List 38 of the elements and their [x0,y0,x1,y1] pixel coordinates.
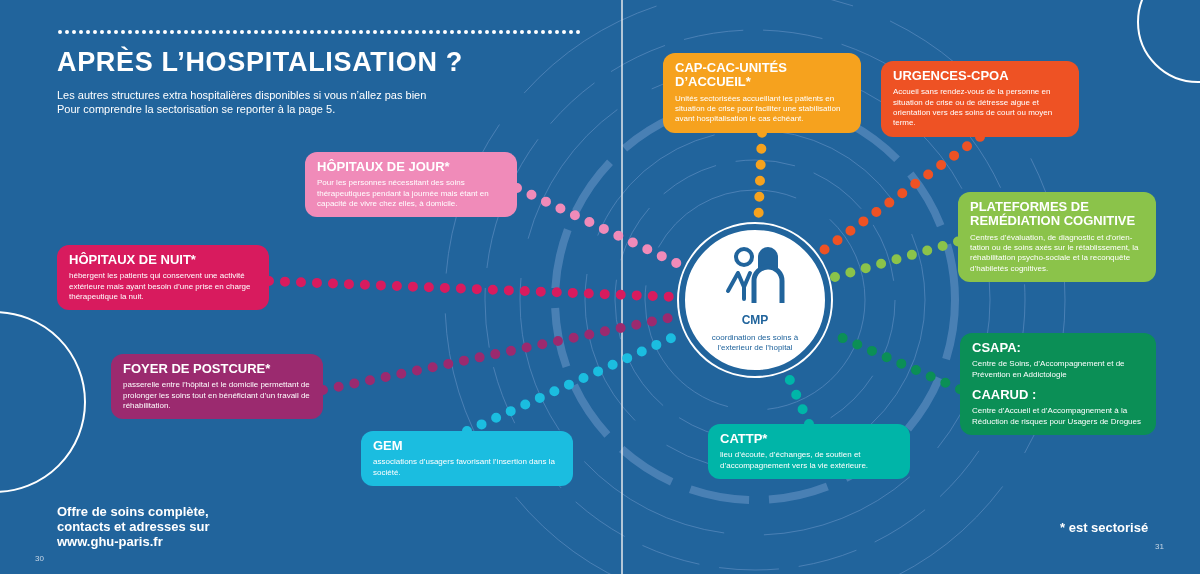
service-card [708,424,910,480]
card-description: Accueil sans rendez-vous de la personne en situation de crise ou de détresse aigue et orientation vers des soins de court ou moyen terme. [893,87,1054,129]
card-description: Unités sectorisées accueillant les patients en situation de crise pour faciliter une stabilisation avant hospitalisation le cas échéant. [675,93,842,125]
service-card [57,245,269,311]
service-card [305,152,517,218]
service-card [361,431,573,487]
card-heading: CATTP* [720,432,769,447]
footnote: * est sectorisé [1060,519,1149,537]
card-heading: CSAPA: [972,341,1022,356]
card-heading: PLATEFORMES DE REMÉDIATION COGNITIVE [970,200,1137,229]
intro-text: Pour comprendre la sectorisation se reporter à la page 5. [57,102,336,117]
card-heading: GEM [373,439,404,454]
service-card [663,53,861,133]
service-card [960,333,1156,436]
page-number: 30 [35,553,44,565]
card-heading: HÔPITAUX DE JOUR* [317,160,451,175]
service-card [881,61,1079,137]
card-description: Centres d’évaluation, de diagnostic et d’orien- tation ou de soins axés sur le rétablissement, la réhabilitation psycho-sociale et la reconquête d’habiletés cognitives. [970,232,1140,275]
page-number: 31 [1155,541,1164,553]
card-heading: CAARUD : [972,388,1038,403]
card-description: lieu d’écoute, d’échanges, de soutien et d’accompagnement vers la vie extérieure. [720,450,870,472]
card-heading: CAP-CAC-UNITÉS D’ACCUEIL* [675,61,788,90]
card-description: associations d’usagers favorisant l’insertion dans la société. [373,457,556,479]
hub-title: CMP [741,311,769,329]
card-heading: URGENCES-CPOA [893,69,1010,84]
footer-note: Offre de soins complète, contacts et adresses sur www.ghu-paris.fr [57,505,211,550]
card-description: Centre de Soins, d’Accompagnement et de Prévention en Addictologie [972,359,1126,381]
card-heading: FOYER DE POSTCURE* [123,362,272,377]
card-description: Centre d’Accueil et d’Accompagnement à la Réduction de risques pour Usagers de Drogues [972,406,1142,428]
card-heading: HÔPITAUX DE NUIT* [69,253,197,268]
service-card [958,192,1156,283]
service-card [111,354,323,420]
card-description: Pour les personnes nécessitant des soins thérapeutiques pendant la journée mais étant en capacité de vivre chez elles, à domicile. [317,178,490,210]
hub-description: coordination des soins à l’exterieur de l’hopital [710,332,800,354]
page-title: APRÈS L’HOSPITALISATION ? [57,45,463,79]
card-description: hébergent les patients qui conservent une activité extérieure mais ayant besoin d’une prise en charge thérapeutique la nuit. [69,271,252,303]
intro-text: Les autres structures extra hospitalières disponibles si vous n’allez pas bien [57,88,427,103]
card-description: passerelle entre l’hôpital et le domicile permettant de prolonger les soins tout en bénéficiant d’un travail de réhabilitation. [123,380,311,412]
